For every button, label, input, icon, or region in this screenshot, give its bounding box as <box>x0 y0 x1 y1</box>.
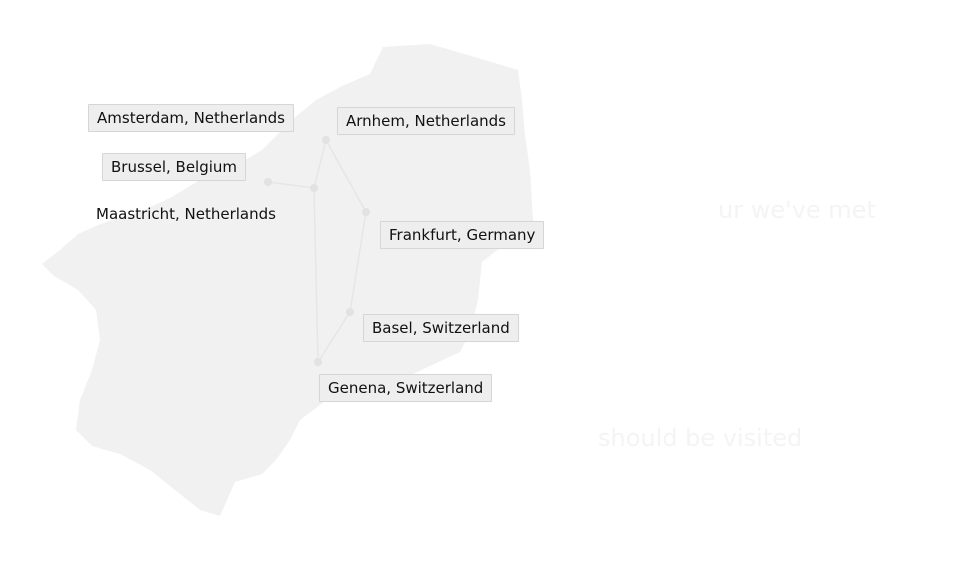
region-landmass <box>42 44 534 516</box>
city-label-maastricht[interactable]: Maastricht, Netherlands <box>96 205 276 223</box>
marker-frankfurt <box>362 208 370 216</box>
route-frankfurt-basel <box>349 211 367 313</box>
faded-subheading-text: should be visited <box>598 424 803 452</box>
city-label-frankfurt[interactable]: Frankfurt, Germany <box>380 221 545 249</box>
marker-brussel <box>264 178 272 186</box>
marker-basel <box>346 308 354 316</box>
city-label-genena[interactable]: Genena, Switzerland <box>319 374 493 402</box>
route-basel-genena <box>317 311 351 363</box>
route-lines <box>267 139 367 363</box>
city-label-arnhem[interactable]: Arnhem, Netherlands <box>337 107 515 135</box>
marker-arnhem <box>322 136 330 144</box>
faded-heading-text: ur we've met <box>718 196 876 224</box>
marker-genena <box>314 358 322 366</box>
route-maastricht-arnhem <box>313 139 327 189</box>
route-brussel-maastricht <box>267 181 315 189</box>
city-label-amsterdam[interactable]: Amsterdam, Netherlands <box>88 104 294 132</box>
city-markers <box>264 136 370 366</box>
marker-maastricht <box>310 184 318 192</box>
city-label-basel[interactable]: Basel, Switzerland <box>363 314 519 342</box>
city-label-brussel[interactable]: Brussel, Belgium <box>102 153 247 181</box>
route-maastricht-genena <box>313 187 319 363</box>
route-arnhem-frankfurt <box>325 139 367 213</box>
